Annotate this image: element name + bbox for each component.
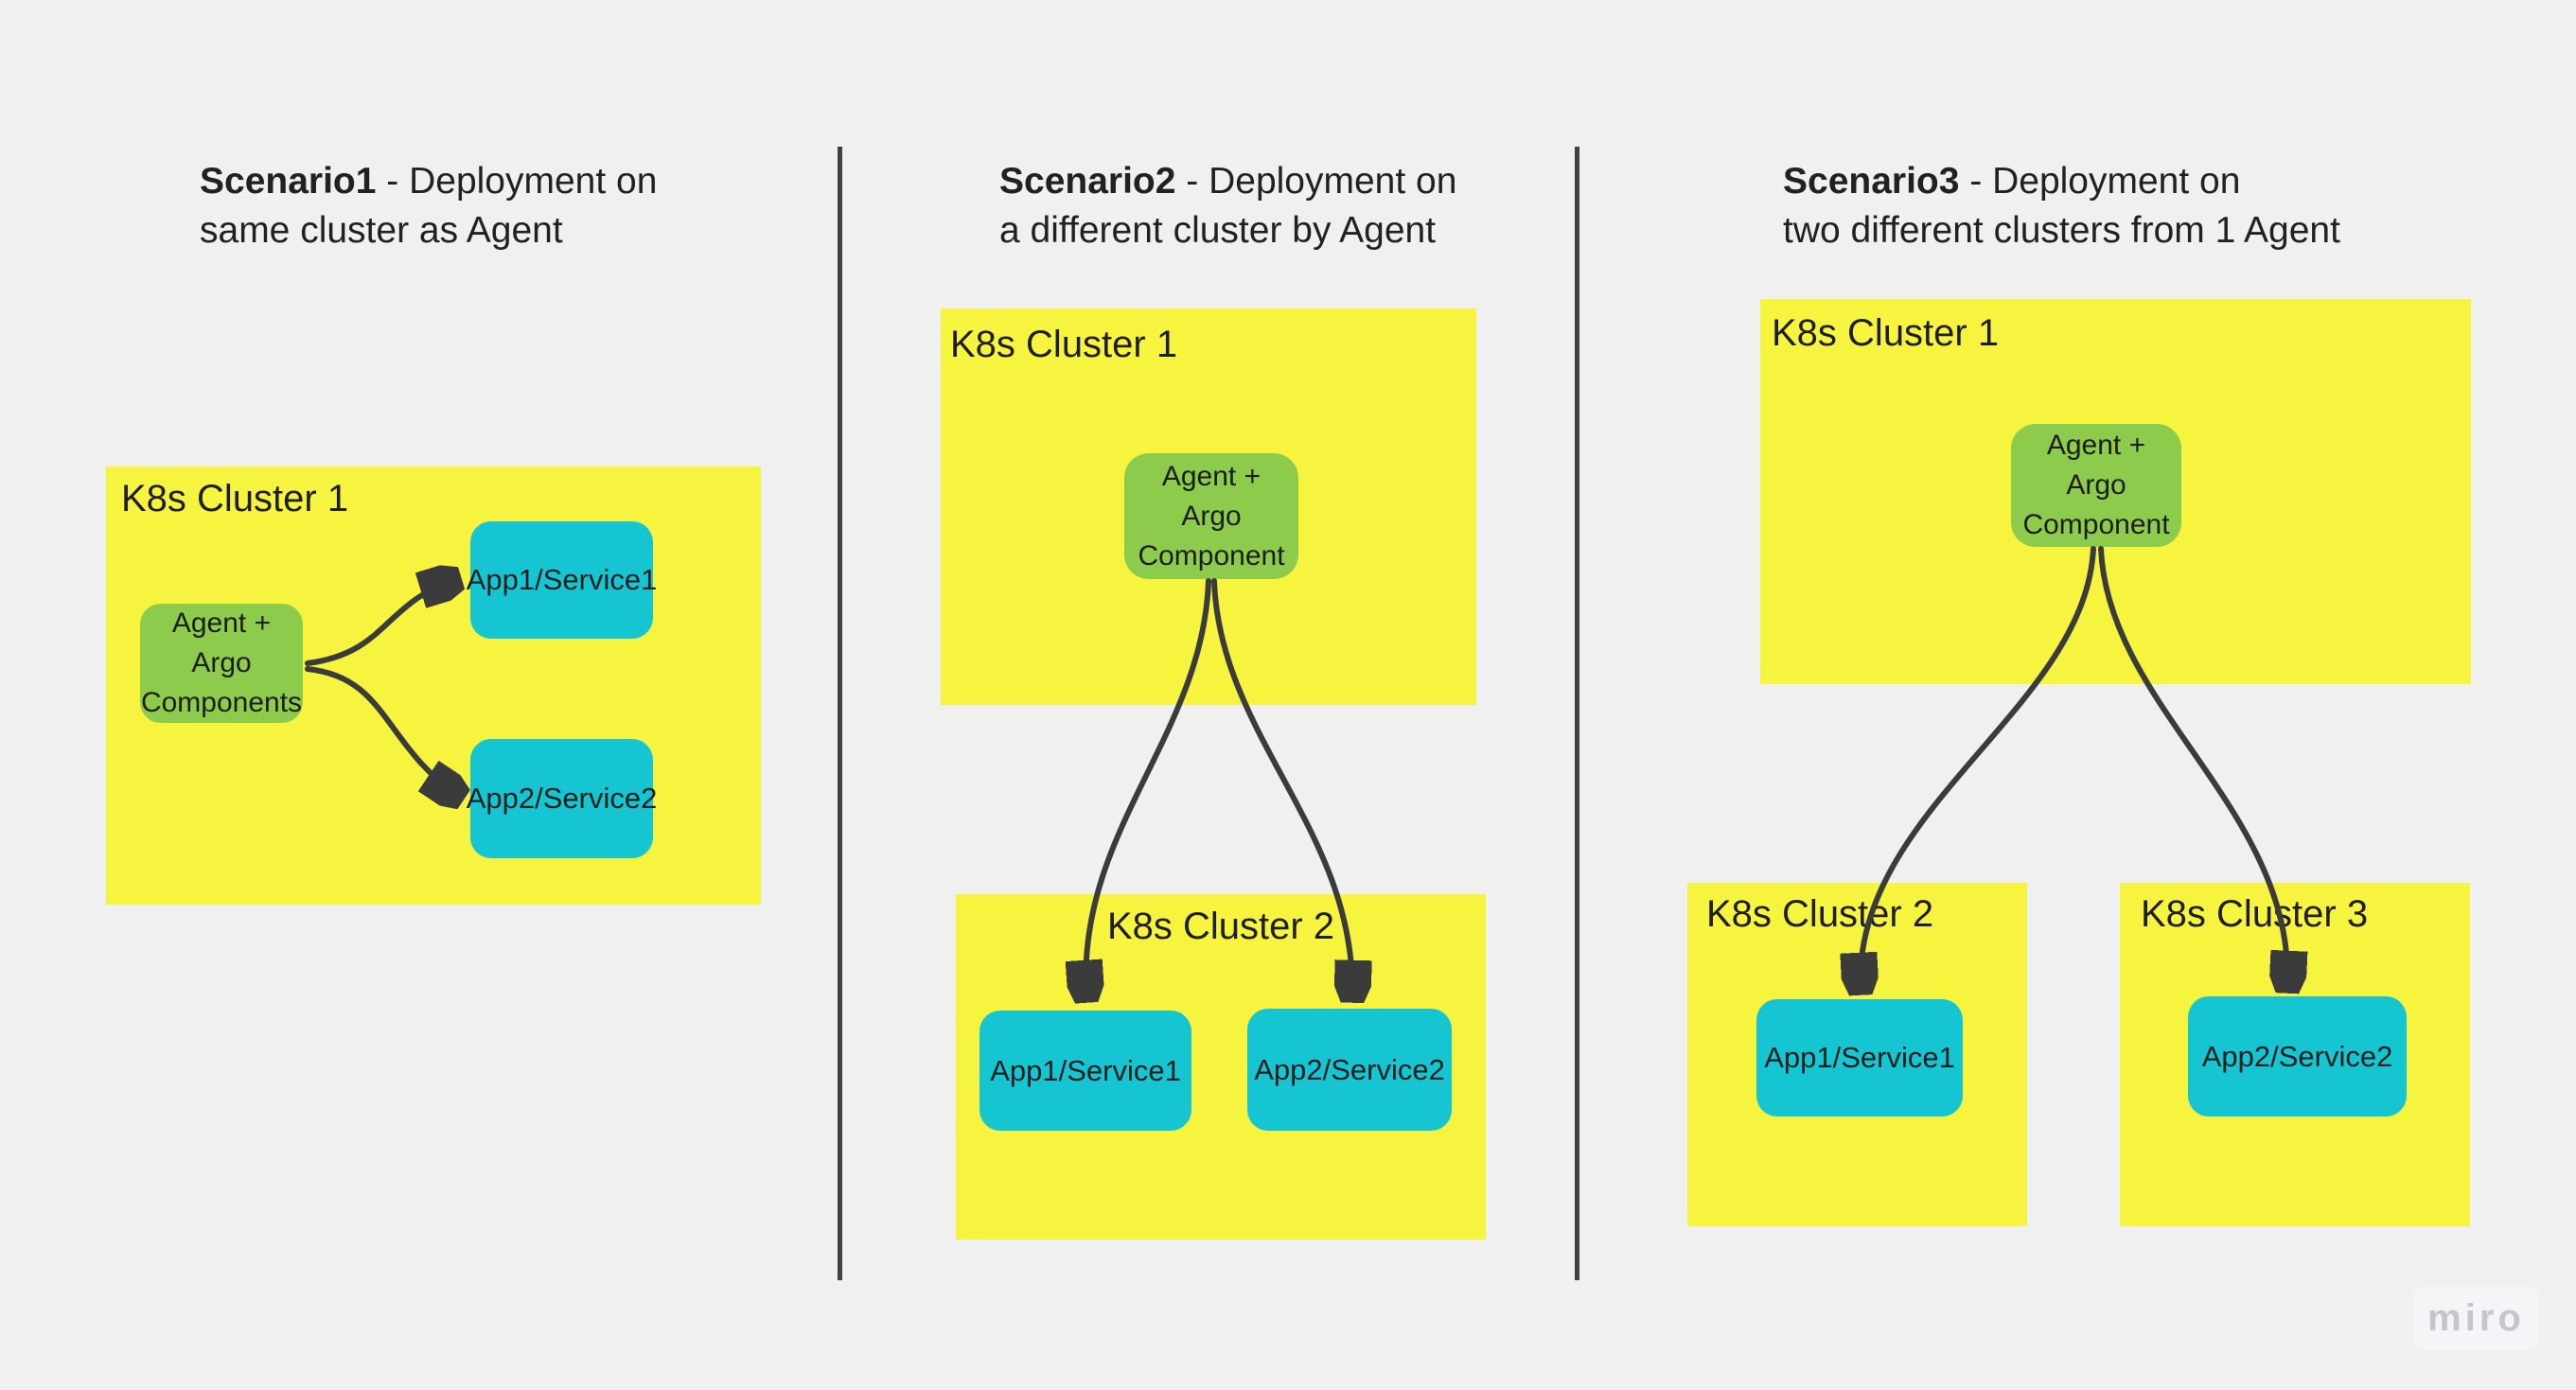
s1-cluster1-label: K8s Cluster 1 — [121, 478, 349, 519]
scenario3-title-line2: two different clusters from 1 Agent — [1783, 210, 2340, 251]
s1-connector-agent-to-app2[interactable] — [305, 666, 461, 798]
s2-cluster2-label: K8s Cluster 2 — [1106, 906, 1335, 947]
s3-agent-label-line3: Component — [2022, 509, 2170, 540]
s3-agent-node[interactable]: Agent + Argo Component — [2011, 424, 2181, 547]
scenario1-title-line2: same cluster as Agent — [200, 210, 563, 251]
s2-connector-agent-to-app2[interactable] — [1211, 578, 1352, 999]
divider-line-2[interactable] — [1575, 147, 1579, 1280]
s1-app1-label: App1/Service1 — [466, 563, 658, 596]
s3-cluster1-label: K8s Cluster 1 — [1772, 312, 2000, 354]
scenario3-title-rest: - Deployment on — [1959, 161, 2241, 202]
scenario1-title[interactable]: Scenario1 - Deployment on same cluster as… — [200, 157, 657, 255]
s3-app2-node[interactable]: App2/Service2 — [2188, 996, 2407, 1117]
s3-app1-node[interactable]: App1/Service1 — [1756, 999, 1963, 1117]
s1-agent-label-line1: Agent + Argo — [171, 607, 272, 678]
s3-connector-agent-to-app2[interactable] — [2098, 546, 2287, 990]
s2-app1-label: App1/Service1 — [990, 1053, 1181, 1087]
s3-cluster2-label: K8s Cluster 2 — [1706, 893, 1934, 935]
s1-agent-node[interactable]: Agent + Argo Components — [140, 604, 303, 723]
scenario1-title-bold: Scenario1 — [200, 161, 377, 202]
s1-app2-node[interactable]: App2/Service2 — [467, 739, 657, 858]
s2-agent-label-line2: Argo — [1181, 500, 1242, 532]
scenario3-title-bold: Scenario3 — [1783, 161, 1960, 202]
divider-line-1[interactable] — [838, 147, 842, 1280]
miro-watermark: miro — [2413, 1287, 2539, 1350]
s2-connector-agent-to-app1[interactable] — [1085, 578, 1211, 999]
s3-cluster3-label: K8s Cluster 3 — [2141, 893, 2369, 935]
s2-agent-node[interactable]: Agent + Argo Component — [1124, 453, 1298, 579]
s3-app2-label: App2/Service2 — [2201, 1039, 2393, 1073]
s1-app1-node[interactable]: App1/Service1 — [467, 521, 657, 639]
scenario2-title[interactable]: Scenario2 - Deployment on a different clu… — [999, 157, 1456, 255]
s2-app2-node[interactable]: App2/Service2 — [1247, 1009, 1452, 1131]
s2-cluster1-label: K8s Cluster 1 — [950, 324, 1178, 365]
scenario2-title-line2: a different cluster by Agent — [999, 210, 1437, 251]
s3-app1-label: App1/Service1 — [1764, 1041, 1955, 1074]
s3-agent-label-line1: Agent + — [2046, 430, 2146, 461]
s3-connector-agent-to-app1[interactable] — [1861, 546, 2096, 992]
miro-logo-text: miro — [2427, 1297, 2525, 1339]
s2-agent-label-line1: Agent + — [1161, 460, 1262, 492]
s1-app2-label: App2/Service2 — [466, 782, 658, 815]
s2-agent-label-line3: Component — [1138, 539, 1285, 572]
scenario2-title-rest: - Deployment on — [1175, 161, 1457, 202]
s1-agent-label-line2: Components — [140, 687, 303, 718]
s2-app1-node[interactable]: App1/Service1 — [979, 1011, 1191, 1131]
scenario3-title[interactable]: Scenario3 - Deployment on two different c… — [1783, 157, 2340, 255]
scenario1-title-rest: - Deployment on — [376, 161, 658, 202]
s3-agent-label-line2: Argo — [2066, 469, 2126, 501]
scenario2-title-bold: Scenario2 — [999, 161, 1176, 202]
s1-connector-agent-to-app1[interactable] — [305, 579, 458, 666]
s2-app2-label: App2/Service2 — [1254, 1052, 1445, 1086]
